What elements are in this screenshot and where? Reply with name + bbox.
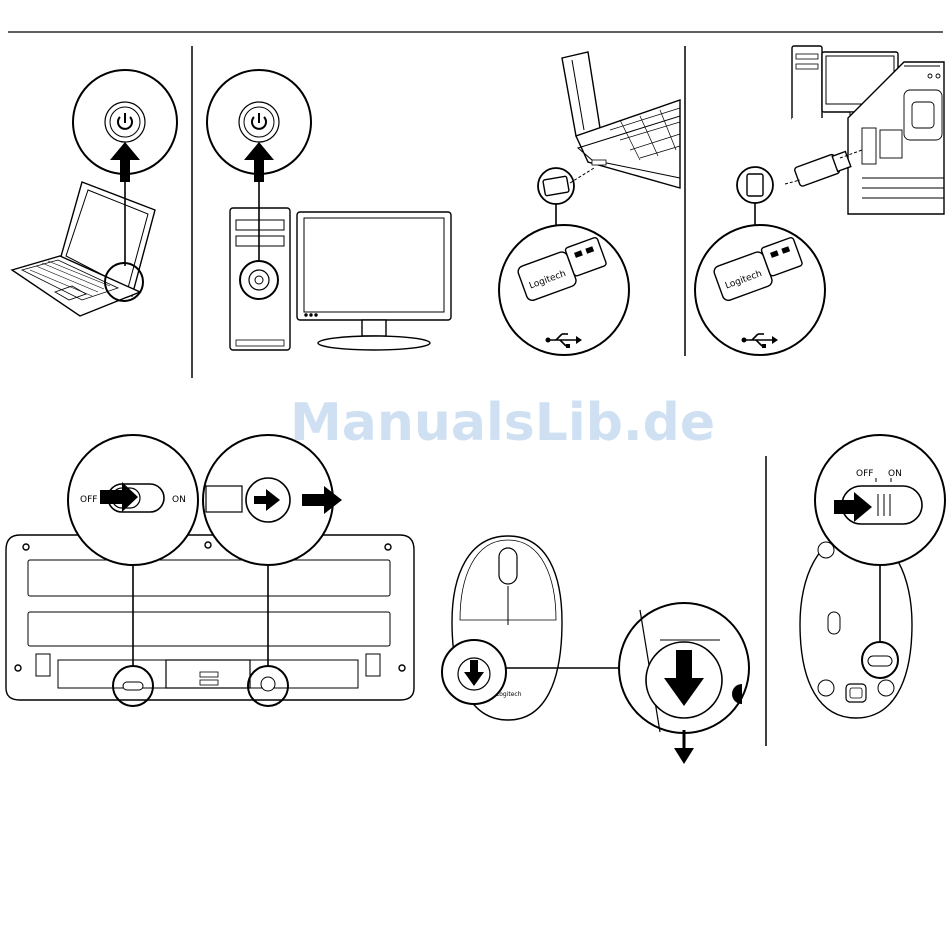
keyboard-off-label: OFF [80,495,97,505]
usb-receiver-small [543,176,569,196]
watermark: ManualsLib.de [290,393,715,453]
desktop-receiver-panel: Logitech [695,46,944,355]
mouse-off-label: OFF [856,469,873,479]
laptop-corner [562,52,600,136]
laptop-power-panel [12,70,177,316]
laptop-receiver-panel: Logitech [499,52,680,355]
down-arrow-icon [674,748,694,764]
receiver-zoom-circle [695,225,825,355]
receiver-zoom-circle [499,225,629,355]
desktop-power-panel [207,70,451,350]
mouse-switch-panel: OFF ON [800,435,945,718]
usb-receiver-small [747,174,763,196]
keyboard-on-label: ON [172,495,186,505]
mouse-tab-panel: Logitech [442,536,749,764]
mouse-on-label: ON [888,469,902,479]
keyboard-panel: OFF ON [6,435,414,706]
